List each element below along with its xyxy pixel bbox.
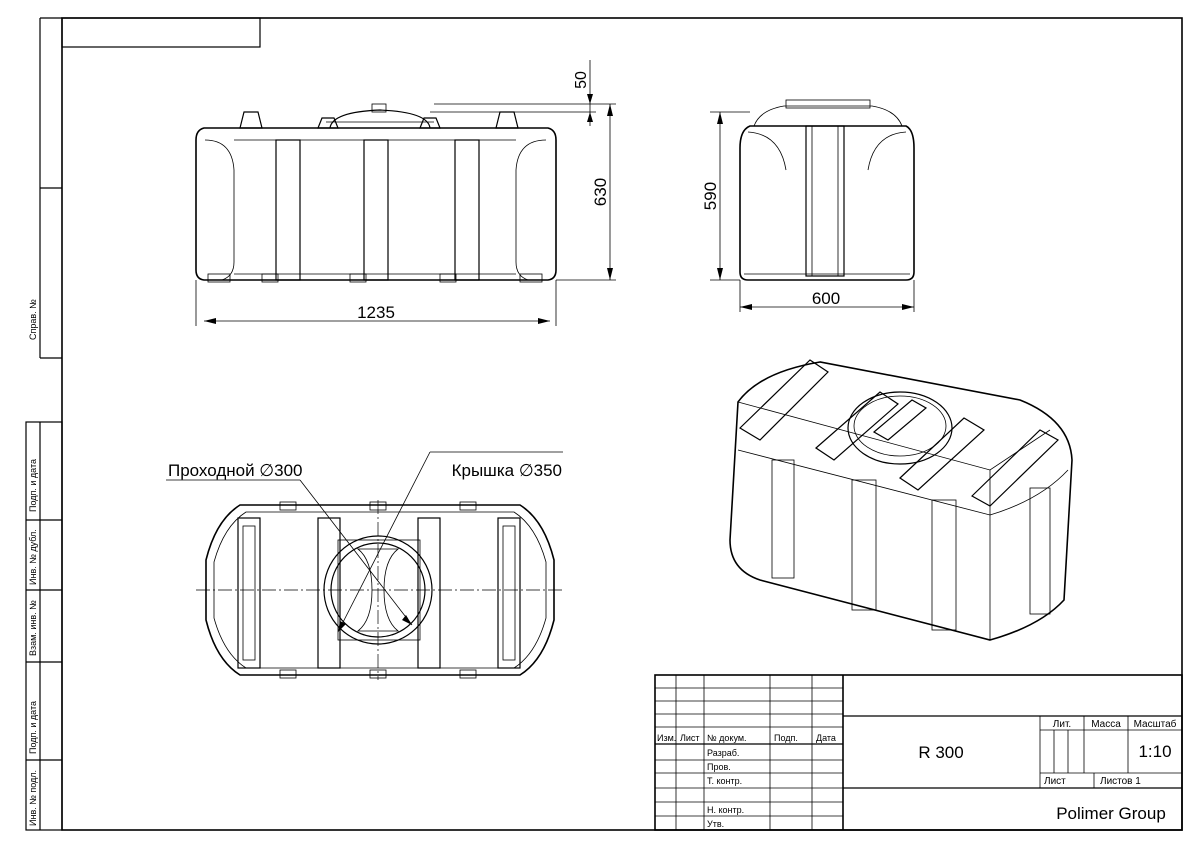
tb-sheet-label: Лист: [1044, 776, 1066, 787]
tb-row-tkontr: Т. контр.: [707, 776, 742, 786]
dim-front-height: 630: [591, 178, 610, 206]
tb-row-razrab: Разраб.: [707, 748, 739, 758]
front-dimensions: [195, 60, 616, 326]
tb-designation: R 300: [918, 743, 963, 762]
side-label-inv-podl: Инв. № подл.: [28, 770, 38, 826]
side-label-sprav: Справ. №: [28, 299, 38, 340]
side-label-podp-data-2: Подп. и дата: [28, 701, 38, 754]
tb-row-utv: Утв.: [707, 819, 724, 829]
tb-row-prov: Пров.: [707, 762, 731, 772]
dim-lid-height: 50: [573, 71, 590, 89]
tb-col-list: Лист: [680, 733, 700, 743]
tb-row-nkontr: Н. контр.: [707, 805, 744, 815]
tb-col-docnum: № докум.: [707, 733, 747, 743]
top-left-stamp-box: [61, 17, 261, 48]
tb-col-date: Дата: [816, 733, 836, 743]
isometric-view: [729, 359, 1073, 641]
tb-col-izm: Изм.: [657, 733, 676, 743]
side-dimensions: [710, 111, 915, 312]
tb-mass-label: Масса: [1091, 719, 1121, 730]
tb-col-podp: Подп.: [774, 733, 798, 743]
top-view: [166, 451, 563, 680]
tb-sheets-label: Листов 1: [1100, 776, 1141, 787]
side-label-inv-dubl: Инв. № дубл.: [28, 529, 38, 585]
tb-organization: Polimer Group: [1056, 804, 1166, 823]
side-view: [739, 99, 915, 281]
drawing-frame: [61, 17, 1183, 831]
side-label-vzam-inv: Взам. инв. №: [28, 600, 38, 656]
side-label-podp-data-1: Подп. и дата: [28, 459, 38, 512]
left-side-strip: [25, 17, 63, 831]
callout-passage: Проходной ∅300: [168, 461, 302, 480]
dim-side-height: 590: [701, 182, 720, 210]
front-view: [195, 103, 557, 283]
tb-scale-value: 1:10: [1138, 742, 1171, 761]
dim-front-width: 1235: [357, 303, 395, 322]
dim-side-width: 600: [812, 289, 840, 308]
title-block-grid: [654, 674, 1183, 831]
tb-scale-label: Масштаб: [1134, 718, 1177, 730]
tb-lit-label: Лит.: [1053, 719, 1071, 730]
callout-lid: Крышка ∅350: [452, 461, 562, 480]
